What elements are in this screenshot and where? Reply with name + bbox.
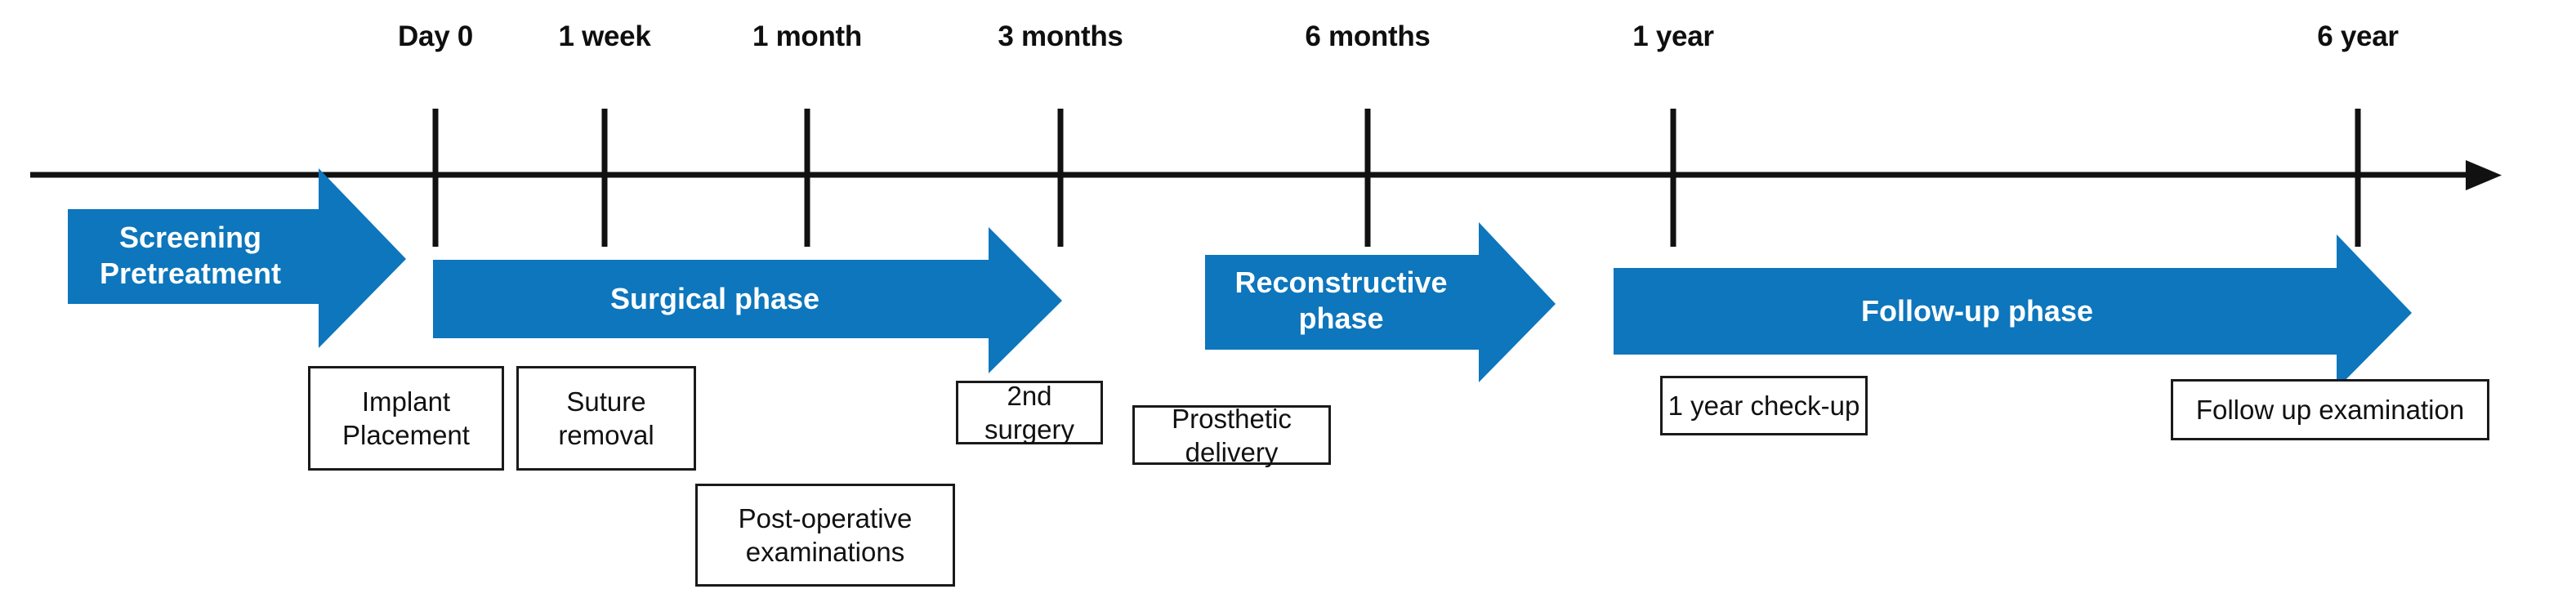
event-box-1-year-check-up[interactable]: 1 year check-up: [1660, 376, 1868, 435]
tick-label-day-0: Day 0: [398, 20, 473, 52]
tick-label-6-months: 6 months: [1305, 20, 1431, 52]
event-box-implant-placement[interactable]: Implant Placement: [308, 366, 504, 471]
tick-label-1-year: 1 year: [1632, 20, 1714, 52]
event-box-prosthetic-delivery[interactable]: Prosthetic delivery: [1132, 404, 1331, 467]
phase-arrow-reconstructive: [1205, 222, 1556, 382]
tick-label-3-months: 3 months: [998, 20, 1123, 52]
event-box-suture-removal[interactable]: Suture removal: [516, 366, 696, 471]
event-box-2nd-surgery[interactable]: 2nd surgery: [956, 381, 1103, 444]
phase-arrow-surgical: [433, 227, 1062, 373]
tick-label-1-month: 1 month: [752, 20, 863, 52]
event-box-post-operative-examinations[interactable]: Post-operative examinations: [695, 484, 955, 587]
tick-marks: [432, 109, 2361, 247]
phase-arrow-follow-up: [1614, 234, 2412, 389]
phase-arrow-screening-pretreatment: [68, 168, 406, 348]
tick-label-6-year: 6 year: [2317, 20, 2399, 52]
tick-label-1-week: 1 week: [558, 20, 651, 52]
timeline-axis: [30, 160, 2502, 190]
event-box-follow-up-examination[interactable]: Follow up examination: [2171, 379, 2489, 440]
